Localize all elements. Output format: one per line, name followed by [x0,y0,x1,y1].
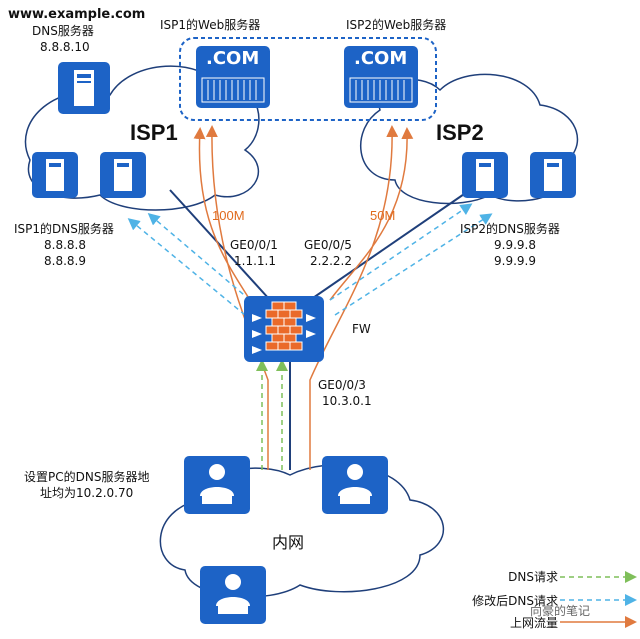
isp2-web-label: ISP2的Web服务器 [346,18,447,32]
web-server-frame [179,37,437,121]
traffic-isp1-b [193,127,251,301]
dns-site-ip: 8.8.8.10 [40,40,90,54]
dns-site-domain: www.example.com [8,7,146,22]
intranet-label: 内网 [272,533,305,552]
pc-note-line2: 址均为10.2.0.70 [40,486,134,500]
isp2-dns-ip1: 9.9.9.8 [494,238,536,252]
dns-modified-4 [334,213,493,316]
interface-2-name: GE0/0/5 [304,238,352,252]
watermark: 向豪的笔记 [530,604,591,618]
isp2-label: ISP2 [436,120,484,145]
isp1-dns-title: ISP1的DNS服务器 [14,222,114,236]
isp1-label: ISP1 [130,120,178,145]
isp2-com-label: .COM [354,48,408,69]
web-server-icon-isp2 [344,46,418,108]
isp2-dns-title: ISP2的DNS服务器 [460,222,560,236]
pc-user-icon [184,456,250,514]
traffic-isp2 [309,125,399,470]
isp2-dns-ip2: 9.9.9.9 [494,254,536,268]
bandwidth-isp2: 50M [370,208,396,223]
firewall-label: FW [352,322,371,336]
legend-upstream-traffic: 上网流量 [509,616,558,630]
server-icon [462,152,508,198]
interface-2-ip: 2.2.2.2 [310,254,352,268]
traffic-isp2-b [329,127,414,301]
legend-dns-request: DNS请求 [508,570,558,584]
server-icon [530,152,576,198]
interface-3-name: GE0/0/3 [318,378,366,392]
server-icon [32,152,78,198]
dns-modified-1 [147,213,251,301]
legend-modified-dns-request: 修改后DNS请求 [472,594,558,608]
link-fw-isp2 [309,189,471,301]
link-fw-isp1 [169,189,271,301]
isp1-dns-ip1: 8.8.8.8 [44,238,86,252]
interface-1-name: GE0/0/1 [230,238,278,252]
isp1-com-label: .COM [206,48,260,69]
interface-1-ip: 1.1.1.1 [234,254,276,268]
pc-user-icon [200,566,266,624]
interface-3-ip: 10.3.0.1 [322,394,372,408]
dns-modified-2 [127,218,246,316]
server-icon [100,152,146,198]
server-icon [58,62,110,114]
isp1-web-label: ISP1的Web服务器 [160,18,261,32]
pc-user-icon [322,456,388,514]
dns-site-server-label: DNS服务器 [32,24,94,38]
bandwidth-isp1: 100M [212,208,245,223]
web-server-icon-isp1 [196,46,270,108]
pc-note-line1: 设置PC的DNS服务器地 [24,470,150,484]
isp1-dns-ip2: 8.8.8.9 [44,254,86,268]
firewall-icon [244,296,324,362]
dns-modified-3 [329,203,473,301]
